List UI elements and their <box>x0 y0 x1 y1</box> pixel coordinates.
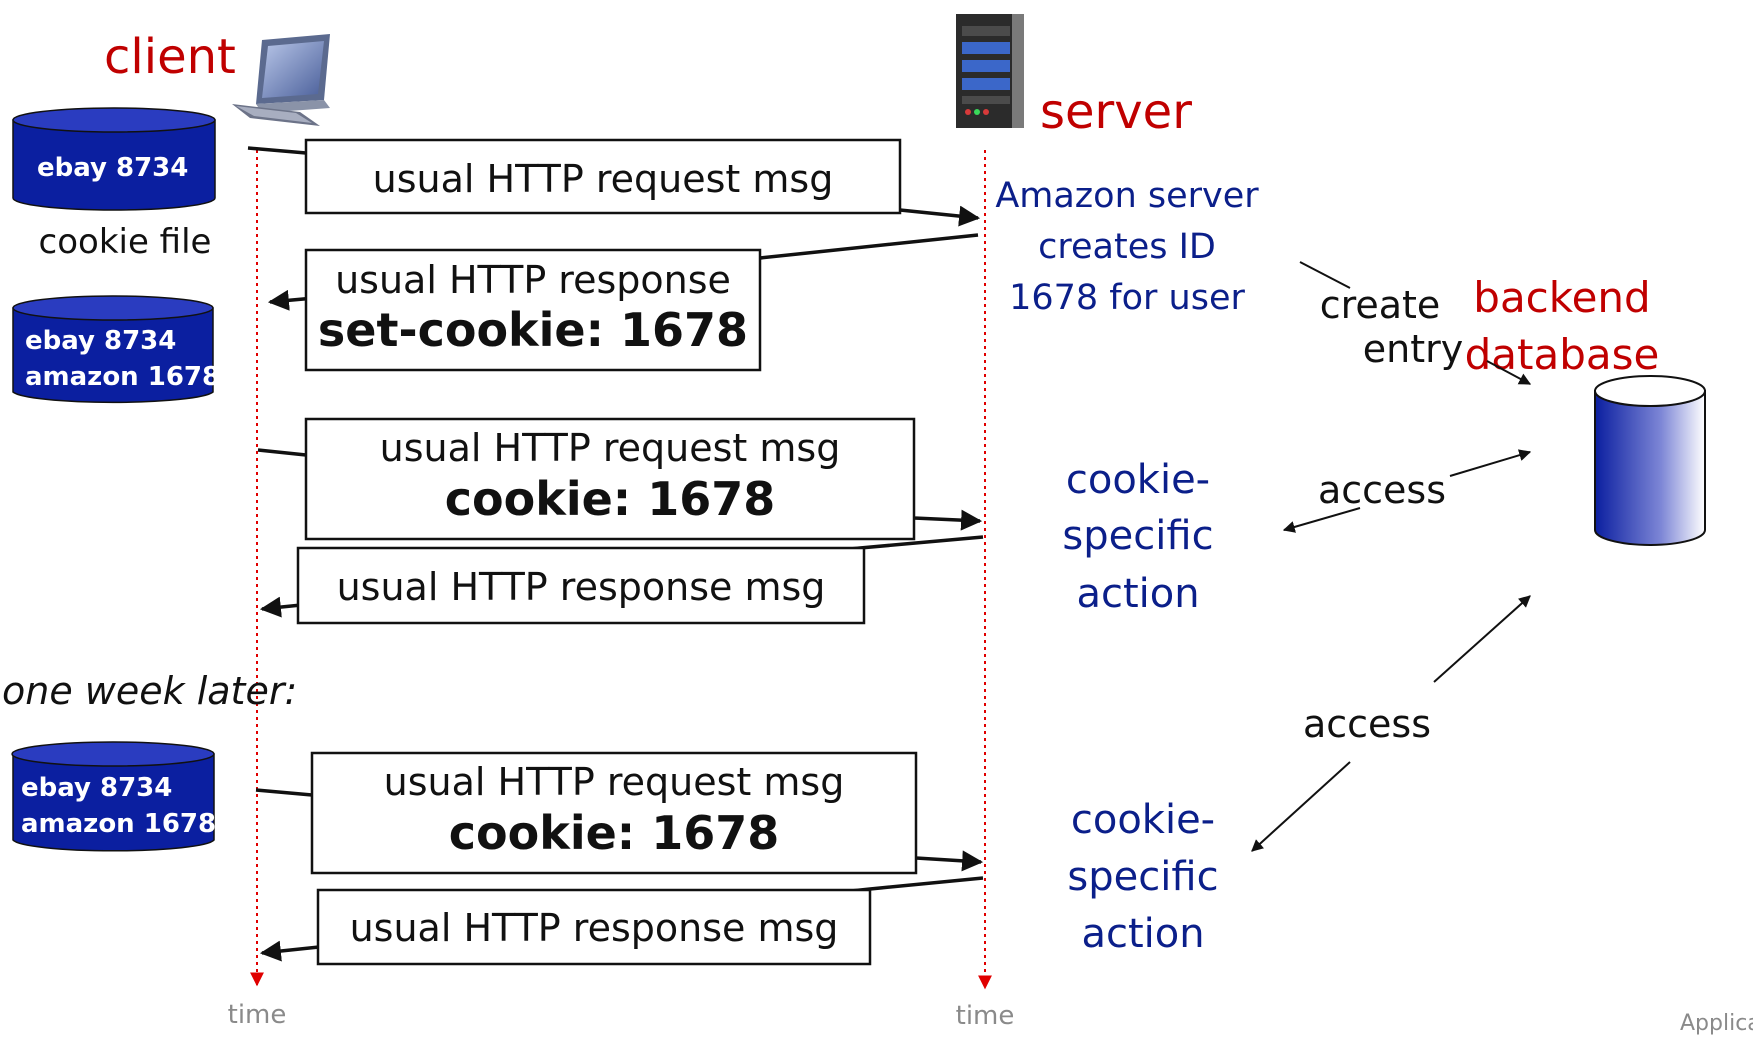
message-3: usual HTTP request msg cookie: 1678 <box>304 417 916 541</box>
message-5: usual HTTP request msg cookie: 1678 <box>310 751 918 875</box>
cookie-entry: ebay 8734 <box>37 153 188 183</box>
time-label-server: time <box>956 1001 1015 1031</box>
message-2: usual HTTP response set-cookie: 1678 <box>304 248 762 372</box>
message-line: usual HTTP request msg <box>384 760 845 804</box>
server-label: server <box>1040 84 1192 140</box>
svg-text:action: action <box>1076 571 1199 617</box>
svg-text:entry: entry <box>1363 327 1463 371</box>
message-1: usual HTTP request msg <box>304 138 902 215</box>
create-entry-arrow <box>1486 360 1532 385</box>
cookie-entry: amazon 1678 <box>25 362 220 392</box>
cookie-store-3: ebay 8734 amazon 1678 <box>11 741 216 852</box>
database-cylinder <box>1594 375 1706 546</box>
backend-label: backend database <box>1465 273 1660 379</box>
svg-text:cookie-: cookie- <box>1066 457 1210 503</box>
cookie-entry: ebay 8734 <box>21 773 172 803</box>
access-arrow-to-db <box>1449 449 1532 477</box>
message-line: usual HTTP response <box>335 258 731 302</box>
svg-text:creates ID: creates ID <box>1038 227 1216 267</box>
time-label-client: time <box>228 1000 287 1030</box>
message-6: usual HTTP response msg <box>316 888 872 966</box>
svg-text:backend: backend <box>1473 273 1650 322</box>
cookie-file-label: cookie file <box>39 222 212 262</box>
access-arrow-to-server <box>1282 507 1361 533</box>
svg-text:specific: specific <box>1067 854 1218 900</box>
create-entry-label: create entry <box>1320 283 1464 371</box>
client-label: client <box>104 29 236 85</box>
svg-text:Amazon server: Amazon server <box>995 176 1259 216</box>
one-week-later-label: one week later: <box>2 669 297 713</box>
message-line: usual HTTP request msg <box>380 426 841 470</box>
message-4: usual HTTP response msg <box>296 546 866 625</box>
svg-text:cookie-: cookie- <box>1071 797 1215 843</box>
svg-text:create: create <box>1320 283 1441 327</box>
cookie-entry: ebay 8734 <box>25 326 176 356</box>
access-label-1: access <box>1318 468 1446 512</box>
message-line-bold: cookie: 1678 <box>445 472 775 526</box>
svg-text:specific: specific <box>1062 513 1213 559</box>
create-entry-arrow-tail <box>1299 261 1351 289</box>
message-line-bold: cookie: 1678 <box>449 806 779 860</box>
server-icon <box>956 14 1024 128</box>
access-arrow-2-to-server <box>1251 761 1351 852</box>
message-line: usual HTTP response msg <box>337 565 826 609</box>
cookie-store-2: ebay 8734 amazon 1678 <box>12 295 220 404</box>
corner-label: Applica <box>1680 1011 1753 1036</box>
cookie-entry: amazon 1678 <box>21 809 216 839</box>
cookie-store-1: ebay 8734 <box>12 107 216 211</box>
svg-text:1678 for user: 1678 for user <box>1009 278 1245 318</box>
svg-text:database: database <box>1465 330 1660 379</box>
computer-icon <box>232 34 330 126</box>
message-line: usual HTTP request msg <box>373 157 834 201</box>
server-note-create-id: Amazon server creates ID 1678 for user <box>995 176 1259 318</box>
access-arrow-2-to-db <box>1433 595 1531 683</box>
message-line: usual HTTP response msg <box>350 906 839 950</box>
server-note-action-2: cookie- specific action <box>1067 797 1218 957</box>
access-label-2: access <box>1303 702 1431 746</box>
server-note-action-1: cookie- specific action <box>1062 457 1213 617</box>
svg-text:action: action <box>1081 911 1204 957</box>
message-line-bold: set-cookie: 1678 <box>318 303 748 357</box>
